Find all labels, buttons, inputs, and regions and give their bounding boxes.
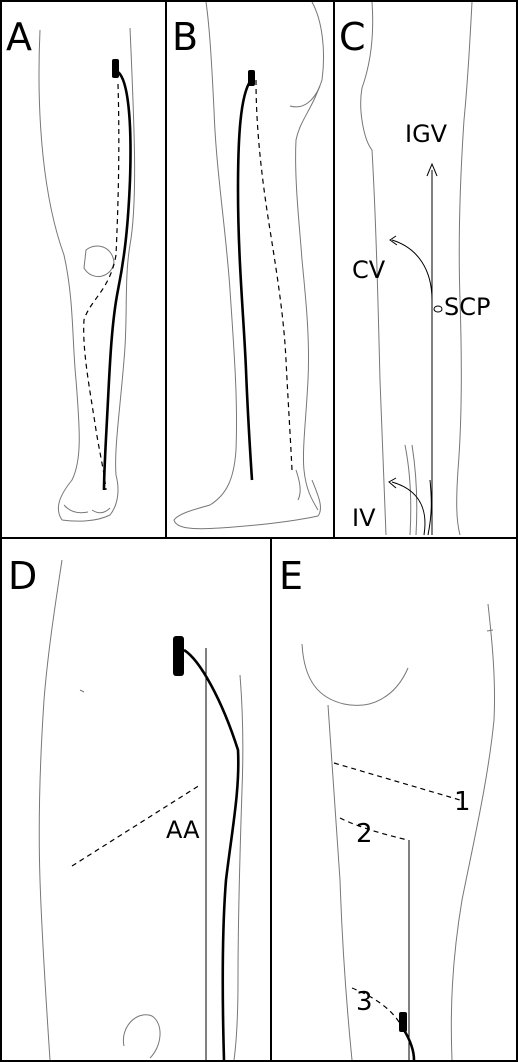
panel-c-label-scp: SCP bbox=[444, 293, 490, 321]
panel-a-device bbox=[112, 59, 119, 78]
panel-d-device bbox=[173, 636, 184, 676]
panel-b-device bbox=[248, 70, 255, 86]
panel-b-letter: B bbox=[172, 15, 198, 59]
panel-e-label-2: 2 bbox=[356, 819, 373, 849]
panel-d-catheter bbox=[184, 650, 238, 1060]
panel-b-catheter bbox=[238, 80, 252, 480]
panel-c-label-cv: CV bbox=[352, 256, 386, 284]
panel-e-leg-outline bbox=[302, 604, 495, 1060]
panel-c-iv-branch-inner bbox=[428, 480, 431, 535]
panel-c-cv-branch bbox=[392, 240, 432, 300]
panel-d-leg-outline bbox=[39, 560, 243, 1060]
panel-c-scp-symbol bbox=[434, 306, 442, 312]
panel-d-label-aa: AA bbox=[166, 816, 200, 844]
panel-e-dashed-line-2 bbox=[340, 818, 408, 840]
panel-c-label-iv: IV bbox=[352, 504, 376, 532]
panel-b: B bbox=[172, 2, 324, 529]
panel-a-dashed-vessel bbox=[84, 84, 119, 490]
panel-c-letter: C bbox=[339, 15, 366, 59]
panel-c-iv-branch bbox=[392, 482, 425, 535]
panel-e-device bbox=[399, 1012, 407, 1032]
panel-a-letter: A bbox=[6, 15, 32, 59]
panel-b-dashed-vessel bbox=[256, 80, 292, 470]
panel-e-dashed-line-1 bbox=[334, 763, 460, 800]
panel-d: D AA bbox=[8, 554, 243, 1060]
panel-c-label-igv: IGV bbox=[405, 120, 448, 148]
panel-d-letter: D bbox=[8, 554, 37, 598]
panel-e-letter: E bbox=[279, 554, 303, 598]
panel-e-label-3: 3 bbox=[356, 987, 373, 1017]
panel-e: E 1 2 3 bbox=[279, 554, 495, 1060]
panel-c: C IGV CV SCP IV bbox=[339, 2, 490, 535]
panel-e-label-1: 1 bbox=[454, 787, 471, 817]
panel-a: A bbox=[6, 15, 135, 521]
